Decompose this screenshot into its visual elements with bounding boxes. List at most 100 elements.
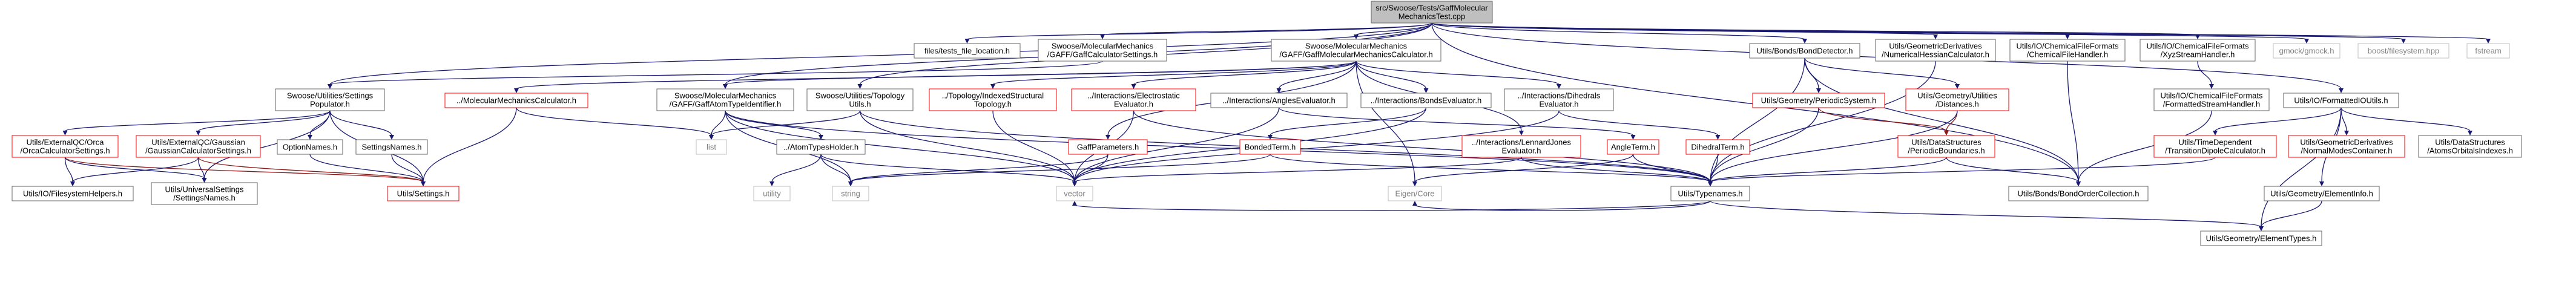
node-label-line: GaffParameters.h [1077, 143, 1139, 152]
node-bond-order[interactable]: Utils/Bonds/BondOrderCollection.h [2008, 186, 2149, 201]
edge-bond_detector-to-geom_distances [1804, 57, 1958, 85]
edge-arrowhead [1072, 201, 1077, 206]
node-box [2009, 39, 2126, 62]
node-box [2466, 43, 2510, 59]
node-box [1038, 39, 1167, 62]
node-option-names[interactable]: OptionNames.h [277, 139, 343, 155]
node-utils-settings[interactable]: Utils/Settings.h [387, 186, 460, 201]
edge-arrowhead [1131, 84, 1136, 89]
node-box [2200, 230, 2322, 246]
edge-gaff_atomtype-to-atomtypes_holder [725, 110, 822, 136]
node-label-line: Populator.h [310, 100, 350, 109]
edge-geom_distances-to-periodic_boundaries [1946, 110, 1958, 132]
node-settings-names[interactable]: SettingsNames.h [355, 139, 428, 155]
node-geom-derivatives[interactable]: Utils/GeometricDerivatives/NumericalHess… [1875, 39, 1996, 62]
node-bonds-eval[interactable]: ../Interactions/BondsEvaluator.h [1360, 93, 1492, 108]
node-formatted-io[interactable]: Utils/IO/FormattedIOUtils.h [2283, 93, 2399, 108]
edge-root-to-bond_detector [1431, 22, 1805, 40]
node-label-line: Utils/Geometry/ElementTypes.h [2206, 234, 2317, 243]
node-label-line: Utils/ExternalQC/Gaussian [151, 138, 245, 147]
node-io-helpers[interactable]: Utils/IO/ChemicalFileFormats/FormattedSt… [2153, 88, 2270, 111]
edge-root-to-fstream [1431, 22, 2489, 40]
node-time-dependent[interactable]: Utils/TimeDependent/TransitionDipoleCalc… [2153, 135, 2277, 158]
node-mm-calculator[interactable]: ../MolecularMechanicsCalculator.h [444, 93, 588, 108]
node-element-info[interactable]: Utils/Geometry/ElementInfo.h [2264, 186, 2380, 201]
node-atoms-orbitals[interactable]: Utils/DataStructures/AtomsOrbitalsIndexe… [2418, 135, 2522, 158]
node-label-line: Utils.h [849, 100, 871, 109]
node-normal-modes[interactable]: Utils/GeometricDerivatives/NormalModesCo… [2288, 135, 2405, 158]
node-label-line: ../Topology/IndexedStructural [942, 91, 1044, 100]
edge-arrowhead [1423, 88, 1429, 93]
edge-orca_settings-to-utils_settings [64, 157, 424, 183]
node-orca-settings[interactable]: Utils/ExternalQC/Orca/OrcaCalculatorSett… [12, 135, 119, 158]
node-label-line: boost/filesystem.hpp [2368, 47, 2440, 56]
edge-arrowhead [819, 135, 823, 140]
node-label-line: Utils/IO/ChemicalFileFormats [2146, 42, 2249, 51]
node-xyz-stream[interactable]: Utils/IO/ChemicalFileFormats/XyzStreamHa… [2140, 39, 2256, 62]
node-geom-distances[interactable]: Utils/Geometry/Utilities/Distances.h [1905, 88, 2009, 111]
node-angle-term[interactable]: AngleTerm.h [1607, 139, 1659, 155]
node-gaussian-settings[interactable]: Utils/ExternalQC/Gaussian/GaussianCalcul… [136, 135, 261, 158]
edge-dihedrals_eval-to-vector [1074, 110, 1560, 183]
node-typenames[interactable]: Utils/Typenames.h [1670, 186, 1750, 201]
node-label-line: /NormalModesContainer.h [2301, 146, 2392, 155]
node-box [1670, 186, 1750, 201]
edge-angle_term-to-eigen_core [1414, 154, 1634, 183]
node-periodic-boundaries[interactable]: Utils/DataStructures/PeriodicBoundaries.… [1897, 135, 1995, 158]
node-box [1056, 186, 1093, 201]
node-atomtypes-holder[interactable]: ../AtomTypesHolder.h [776, 139, 866, 155]
node-eigen-core: Eigen/Core [1388, 186, 1442, 201]
node-gaff-mm-calc[interactable]: Swoose/MolecularMechanics/GAFF/GaffMolec… [1271, 39, 1441, 62]
edge-angle_term-to-typenames [1632, 154, 1711, 183]
node-gaff-calc-settings[interactable]: Swoose/MolecularMechanics/GAFF/GaffCalcu… [1038, 39, 1167, 62]
edge-electrostatic-to-typenames [1133, 110, 1711, 183]
edge-io_helpers-to-bond_order [2078, 110, 2212, 183]
node-label-line: /ChemicalFileHandler.h [2027, 50, 2108, 59]
edge-arrowhead [2259, 226, 2264, 231]
edge-time_dependent-to-typenames [1710, 157, 2216, 183]
node-box [2140, 39, 2256, 62]
node-dihedral-term[interactable]: DihedralTerm.h [1685, 139, 1750, 155]
edge-root-to-gaff_mm_calc [1356, 22, 1432, 36]
node-universal-settings[interactable]: Utils/UniversalSettings/SettingsNames.h [151, 182, 258, 205]
edge-atomtypes_holder-to-vector [820, 154, 1075, 183]
node-label-line: Utils/Bonds/BondDetector.h [1757, 47, 1853, 56]
node-bonded-term[interactable]: BondedTerm.h [1239, 139, 1301, 155]
edge-bonded_term-to-typenames [1270, 154, 1711, 183]
edge-root-to-geom_derivatives [1431, 22, 1936, 36]
nodes-layer: src/Swoose/Tests/GaffMolecularMechanicsT… [12, 1, 2522, 246]
node-fs-helpers[interactable]: Utils/IO/FilesystemHelpers.h [12, 186, 134, 201]
node-gaff-params[interactable]: GaffParameters.h [1068, 139, 1148, 155]
node-box [656, 88, 794, 111]
node-chem-file-handler[interactable]: Utils/IO/ChemicalFileFormats/ChemicalFil… [2009, 39, 2126, 62]
node-bond-detector[interactable]: Utils/Bonds/BondDetector.h [1749, 43, 1860, 59]
node-gaff-atomtype[interactable]: Swoose/MolecularMechanics/GAFF/GaffAtomT… [656, 88, 794, 111]
edge-root-to-xyz_stream [1431, 22, 2198, 36]
node-periodic-system[interactable]: Utils/Geometry/PeriodicSystem.h [1752, 93, 1885, 108]
edge-arrowhead [1715, 135, 1721, 140]
node-label-line: OptionNames.h [283, 143, 337, 152]
node-box [1071, 88, 1196, 111]
edge-arrowhead [1276, 88, 1282, 93]
edge-arrowhead [1412, 181, 1417, 186]
edge-arrowhead [1630, 135, 1636, 140]
node-box [2153, 135, 2277, 158]
node-angles-eval[interactable]: ../Interactions/AnglesEvaluator.h [1210, 93, 1348, 108]
node-files-tests[interactable]: files/tests_file_location.h [914, 43, 1021, 59]
node-label-line: /PeriodicBoundaries.h [1908, 146, 1985, 155]
edge-gaff_mm_calc-to-bonds_eval [1356, 60, 1427, 90]
node-label-line: ../Interactions/LennardJones [1472, 138, 1572, 147]
edge-settings_populator-to-settings_names [329, 110, 392, 136]
edge-formatted_io-to-time_dependent [2215, 107, 2342, 132]
edges-layer [62, 22, 2491, 231]
node-box [1752, 93, 1885, 108]
node-element-types[interactable]: Utils/Geometry/ElementTypes.h [2200, 230, 2322, 246]
node-label-line: BondedTerm.h [1245, 143, 1296, 152]
node-box [2418, 135, 2522, 158]
